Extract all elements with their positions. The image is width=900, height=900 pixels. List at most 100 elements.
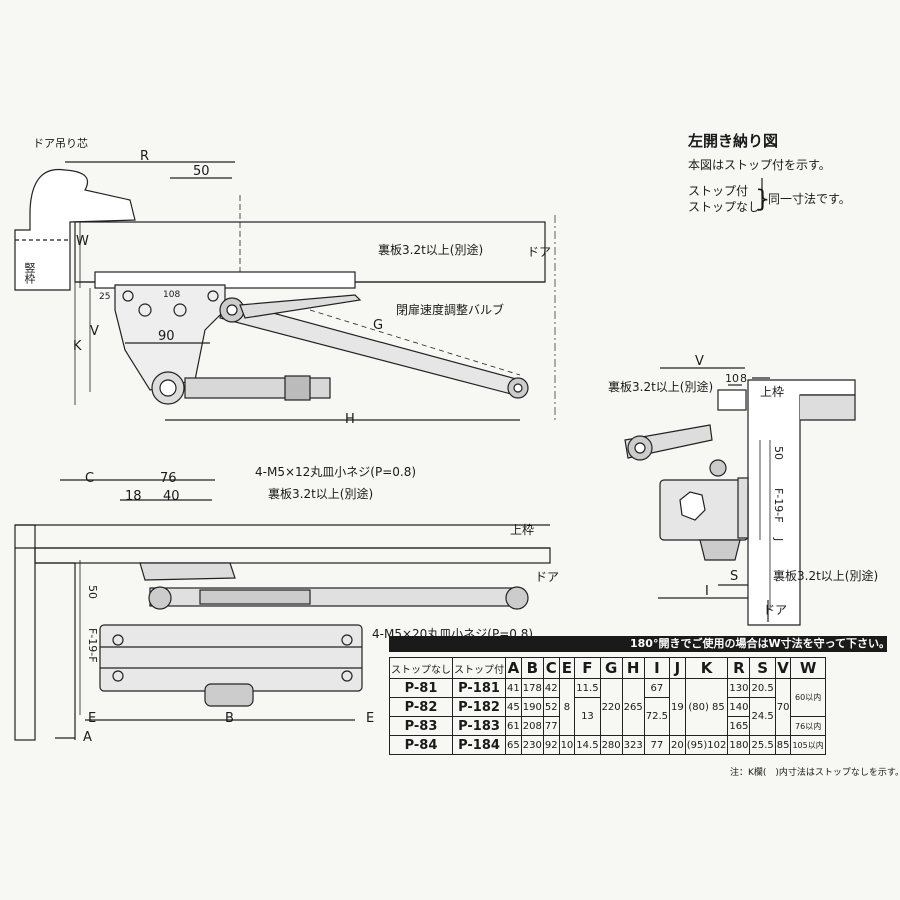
- door-label-front: ドア: [535, 570, 560, 584]
- dim-F19F-left: F-19-F: [772, 488, 785, 523]
- table-cell: (95)102: [684, 735, 729, 755]
- left-swing-title: 左開き納り図: [688, 132, 779, 150]
- screw-top-label: 4-M5×12丸皿小ネジ(P=0.8): [255, 465, 417, 479]
- table-row: P-84 P-184 65 230 92 10 14.5 280 323 77 …: [389, 735, 826, 755]
- table-cell: 20: [669, 735, 686, 755]
- table-cell: 13: [574, 697, 601, 736]
- col-header: I: [643, 657, 671, 679]
- table-cell: 65: [505, 735, 522, 755]
- table-cell: 25.5: [749, 735, 776, 755]
- upper-frame-label-left: 上枠: [760, 385, 785, 399]
- table-cell: 14.5: [574, 735, 601, 755]
- table-cell: P-183: [452, 716, 506, 736]
- table-cell: 77: [542, 716, 560, 736]
- dim-76-front: 76: [160, 471, 177, 486]
- col-header: V: [774, 657, 792, 679]
- table-cell: P-81: [389, 678, 453, 698]
- dim-S-left: S: [730, 569, 739, 584]
- table-cell: 178: [520, 678, 544, 698]
- dim-50-left: 50: [772, 446, 785, 460]
- table-cell: P-83: [389, 716, 453, 736]
- col-header: H: [621, 657, 645, 679]
- backplate-label-left: 裏板3.2t以上(別途): [608, 380, 714, 394]
- dim-H-top: H: [345, 412, 355, 427]
- upper-frame-label-front: 上枠: [510, 523, 535, 537]
- valve-label: 閉扉速度調整バルブ: [396, 303, 505, 317]
- dim-R-top: R: [140, 149, 150, 164]
- table-cell: 20.5: [749, 678, 776, 698]
- table-cell: 72.5: [643, 697, 671, 736]
- table-cell: P-84: [389, 735, 453, 755]
- dim-8-left: 8: [740, 372, 747, 385]
- table-cell: 85: [774, 735, 792, 755]
- table-cell: 230: [520, 735, 544, 755]
- table-cell: 24.5: [749, 697, 776, 736]
- table-cell: 190: [520, 697, 544, 717]
- door-label-top: ドア: [527, 245, 552, 259]
- table-cell: 19: [669, 678, 686, 736]
- table-cell: 8: [558, 678, 576, 736]
- table-cell: 76以内: [790, 716, 826, 736]
- table-cell: 130: [727, 678, 751, 698]
- col-header: W: [790, 657, 826, 679]
- col-header-stop-with: ストップ付: [452, 657, 506, 679]
- dim-E-left: E: [88, 711, 97, 726]
- dim-50-top: 50: [193, 164, 210, 179]
- table-cell: P-181: [452, 678, 506, 698]
- dim-F19F-front: F-19-F: [86, 628, 99, 663]
- table-cell: 92: [542, 735, 560, 755]
- col-header: B: [520, 657, 544, 679]
- table-cell: 180: [727, 735, 751, 755]
- dim-C-front: C: [85, 471, 95, 486]
- backplate-label-top: 裏板3.2t以上(別途): [378, 243, 484, 257]
- col-header: S: [749, 657, 776, 679]
- dim-G-top: G: [373, 318, 384, 333]
- dim-10-left: 10: [725, 372, 739, 385]
- table-cell: 45: [505, 697, 522, 717]
- table-cell: 220: [599, 678, 623, 736]
- col-header-stop-without: ストップなし: [389, 657, 453, 679]
- table-cell: 70: [774, 678, 792, 736]
- dim-25-top: 25: [99, 292, 111, 302]
- col-header: G: [599, 657, 623, 679]
- table-row: P-81 P-181 41 178 42 8 11.5 220 265 67 1…: [389, 678, 826, 736]
- table-cell: 323: [621, 735, 645, 755]
- left-swing-note: 本図はストップ付を示す。: [688, 158, 831, 172]
- col-header: R: [727, 657, 751, 679]
- table-cell: P-184: [452, 735, 506, 755]
- table-cell: 61: [505, 716, 522, 736]
- frame-label: 竪枠: [23, 262, 36, 284]
- table-cell: 67: [643, 678, 671, 698]
- spec-table: ストップなし ストップ付 A B C E F G H I J K R S V W…: [389, 657, 826, 755]
- dim-K-top: K: [73, 339, 82, 354]
- table-cell: P-82: [389, 697, 453, 717]
- table-cell: 165: [727, 716, 751, 736]
- stop-without-label: ストップなし: [688, 200, 761, 214]
- backplate-label-left-2: 裏板3.2t以上(別途): [773, 569, 879, 583]
- col-header: K: [684, 657, 729, 679]
- dim-W-top: W: [76, 234, 89, 249]
- dim-40-front: 40: [163, 489, 180, 504]
- table-cell: (80) 85: [684, 678, 729, 736]
- dim-A-front: A: [83, 730, 92, 745]
- door-label-left: ドア: [763, 603, 788, 617]
- dim-I-left: I: [705, 584, 709, 599]
- table-footnote: 注：K欄( )内寸法はストップなしを示す。: [730, 768, 900, 778]
- dim-V-top: V: [90, 324, 99, 339]
- table-cell: 265: [621, 678, 645, 736]
- dim-V-left: V: [695, 354, 704, 369]
- table-cell: 60以内: [790, 678, 826, 717]
- screw-bottom-label: 4-M5×20丸皿小ネジ(P=0.8): [372, 627, 534, 641]
- dim-50-front: 50: [86, 585, 99, 599]
- table-cell: 10: [558, 735, 576, 755]
- brace-icon: }: [755, 185, 771, 213]
- col-header: F: [574, 657, 601, 679]
- col-header: J: [669, 657, 686, 679]
- table-cell: P-182: [452, 697, 506, 717]
- col-header: E: [558, 657, 576, 679]
- table-cell: 140: [727, 697, 751, 717]
- dim-E-right: E: [366, 711, 375, 726]
- table-cell: 105以内: [790, 735, 826, 755]
